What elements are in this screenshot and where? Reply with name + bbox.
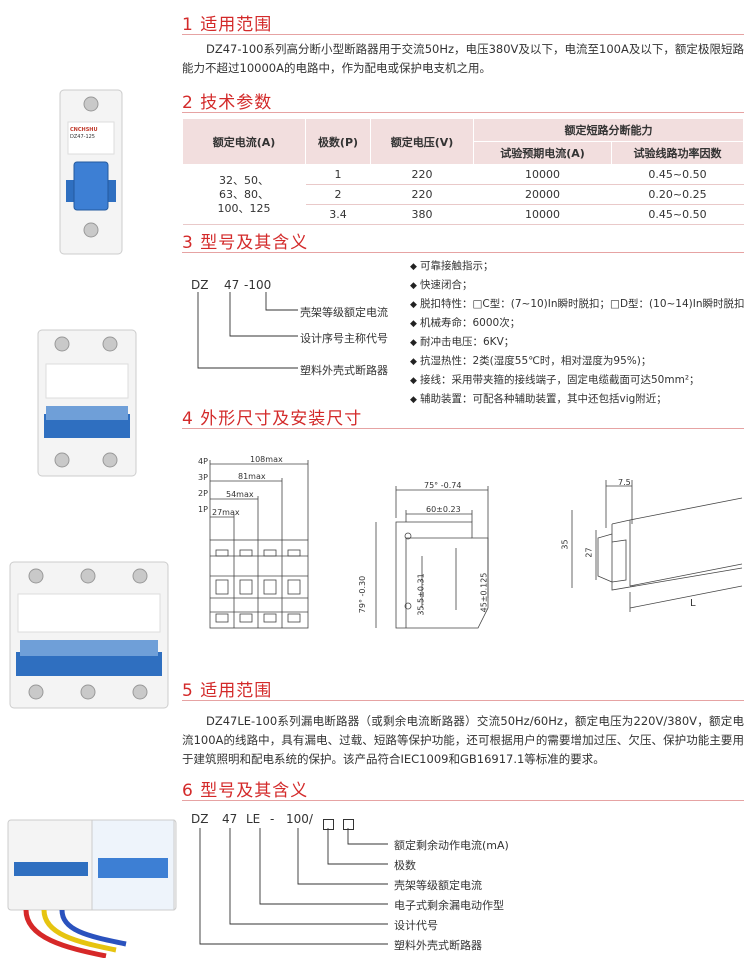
section-3-title: 3 型号及其含义 <box>182 233 309 253</box>
section-divider <box>182 428 744 429</box>
diamond-bullet-icon: ◆ <box>410 300 417 310</box>
dim-side-79: 79° -0.30 <box>358 575 368 614</box>
model2-code-dash: - <box>270 812 275 826</box>
model1-label-current: 壳架等级额定电流 <box>300 306 388 319</box>
dim-side-60: 60±0.23 <box>426 505 461 514</box>
model2-code-dz: DZ <box>191 812 209 826</box>
dim-4p: 4P <box>198 457 208 466</box>
section-1-text: DZ47-100系列高分断小型断路器用于交流50Hz，电压380V及以下，电流至… <box>182 42 744 75</box>
table-row: 32、50、 63、80、 100、125 1 220 10000 0.45~0… <box>182 164 744 225</box>
dim-2p: 2P <box>198 489 208 498</box>
th-current: 额定电流(A) <box>182 118 306 165</box>
feature-item: ◆抗湿热性：2类(湿度55℃时，相对湿度为95%)； <box>410 355 652 367</box>
model1-leader-lines <box>197 292 298 369</box>
model-code-dz: DZ <box>191 278 209 292</box>
model1-label-design: 设计序号主称代号 <box>300 332 388 345</box>
feature-item: ◆可靠接触指示； <box>410 260 494 272</box>
section-5-title: 5 适用范围 <box>182 681 273 701</box>
breaker-1p-image <box>59 89 123 255</box>
current-values: 32、50、 63、80、 100、125 <box>182 164 306 225</box>
section-5-text: DZ47LE-100系列漏电断路器（或剩余电流断路器）交流50Hz/60Hz，额… <box>182 714 744 766</box>
feature-item: ◆脱扣特性：□C型：(7~10)In瞬时脱扣；□D型：(10~14)In瞬时脱扣 <box>410 298 745 310</box>
model1-label-case: 塑料外壳式断路器 <box>300 364 388 377</box>
diamond-bullet-icon: ◆ <box>410 395 417 405</box>
th-power-factor: 试验线路功率因数 <box>611 141 744 165</box>
section-6-title: 6 型号及其含义 <box>182 781 309 801</box>
spec-table: 额定电流(A) 极数(P) 额定电压(V) 额定短路分断能力 试验预期电流(A)… <box>182 118 744 225</box>
breaker-3p-image <box>9 561 169 709</box>
th-poles: 极数(P) <box>305 118 371 165</box>
brand-label: CNCHSHU <box>70 127 98 133</box>
model-code-47: 47 <box>224 278 240 292</box>
diamond-bullet-icon: ◆ <box>410 357 417 367</box>
dim-rail-35: 35 <box>560 539 570 550</box>
dim-1p: 1P <box>198 505 208 514</box>
section-1-title: 1 适用范围 <box>182 15 273 35</box>
model2-label-design: 设计代号 <box>394 919 438 932</box>
diamond-bullet-icon: ◆ <box>410 338 417 348</box>
section-2-title: 2 技术参数 <box>182 93 273 113</box>
section-divider <box>182 700 744 701</box>
feature-item: ◆机械寿命：6000次； <box>410 317 521 329</box>
section-4-title: 4 外形尺寸及安装尺寸 <box>182 409 363 429</box>
breaker-2p-image <box>37 329 137 477</box>
rail-dimension-drawing <box>571 480 743 612</box>
model2-box-2 <box>342 814 355 833</box>
dim-81: 81max <box>238 472 266 481</box>
dim-rail-27: 27 <box>584 547 594 558</box>
th-test-current: 试验预期电流(A) <box>473 141 612 165</box>
model-code-100: -100 <box>244 278 272 292</box>
model2-label-residual: 额定剩余动作电流(mA) <box>394 839 509 852</box>
dim-rail-7-5: 7.5 <box>618 478 631 487</box>
feature-item: ◆辅助装置：可配各种辅助装置，其中还包括vig附近； <box>410 393 667 405</box>
model-name-label: DZ47-125 <box>70 134 95 140</box>
dim-side-45: 45±0.125 <box>479 572 489 613</box>
model2-label-electronic: 电子式剩余漏电动作型 <box>394 899 504 912</box>
section-divider <box>182 112 744 113</box>
dim-3p: 3P <box>198 473 208 482</box>
section-divider <box>182 34 744 35</box>
model2-code-47: 47 <box>222 812 238 826</box>
model2-box-1 <box>322 814 335 833</box>
model2-label-current: 壳架等级额定电流 <box>394 879 482 892</box>
model2-code-le: LE <box>246 812 261 826</box>
dim-108: 108max <box>250 455 283 464</box>
diamond-bullet-icon: ◆ <box>410 281 417 291</box>
feature-item: ◆接线：采用带夹箍的接线端子，固定电缆截面可达50mm²； <box>410 374 700 386</box>
section-divider <box>182 252 744 253</box>
dim-side-35: 35.5±0.31 <box>416 573 426 616</box>
dim-side-75: 75° -0.74 <box>424 481 462 490</box>
th-voltage: 额定电压(V) <box>370 118 474 165</box>
leakage-breaker-image <box>7 819 177 958</box>
diamond-bullet-icon: ◆ <box>410 319 417 329</box>
feature-item: ◆快速闭合； <box>410 279 473 291</box>
diamond-bullet-icon: ◆ <box>410 262 417 272</box>
th-breaking: 额定短路分断能力 <box>473 118 744 142</box>
model2-code-100: 100/ <box>286 812 313 826</box>
table-row: 3.4 380 10000 0.45~0.50 <box>183 204 744 225</box>
table-row: 2 220 20000 0.20~0.25 <box>183 184 744 205</box>
dim-rail-l: L <box>690 598 696 609</box>
dim-27: 27max <box>212 508 240 517</box>
model2-label-poles: 极数 <box>394 859 416 872</box>
side-dimension-drawing <box>375 486 489 629</box>
dim-54: 54max <box>226 490 254 499</box>
feature-item: ◆耐冲击电压：6KV； <box>410 336 515 348</box>
model2-leader-lines <box>199 828 388 945</box>
front-dimension-drawing <box>209 460 309 629</box>
section-divider <box>182 800 744 801</box>
model2-label-case: 塑料外壳式断路器 <box>394 939 482 952</box>
diamond-bullet-icon: ◆ <box>410 376 417 386</box>
